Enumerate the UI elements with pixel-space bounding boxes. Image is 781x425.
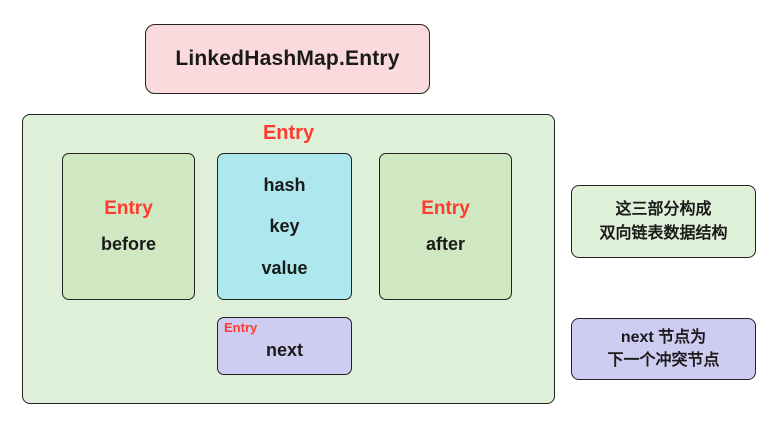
after-box-entry-tag: Entry: [421, 198, 470, 219]
after-box: Entry after: [379, 153, 512, 300]
note-dll-line-2: 双向链表数据结构: [599, 224, 728, 242]
hash-key-value-box: hash key value: [217, 153, 352, 300]
next-field-label: next: [265, 339, 303, 360]
note-doubly-linked-list: 这三部分构成 双向链表数据结构: [571, 185, 756, 258]
value-field-label: value: [261, 257, 308, 278]
note-next-line-1: next 节点为: [620, 328, 707, 346]
title-box: LinkedHashMap.Entry: [145, 24, 430, 94]
before-box: Entry before: [62, 153, 195, 300]
hash-field-label: hash: [263, 174, 306, 195]
after-field-label: after: [425, 234, 465, 254]
entry-container-title: Entry: [262, 122, 315, 144]
note-next-node: next 节点为 下一个冲突节点: [571, 318, 756, 380]
next-box: Entry next: [217, 317, 352, 375]
before-box-entry-tag: Entry: [104, 198, 153, 219]
title-label: LinkedHashMap.Entry: [175, 47, 400, 70]
note-dll-line-1: 这三部分构成: [615, 201, 712, 219]
key-field-label: key: [269, 216, 300, 236]
before-field-label: before: [100, 234, 156, 254]
note-next-line-2: 下一个冲突节点: [607, 352, 720, 369]
next-box-entry-tag: Entry: [224, 320, 258, 335]
